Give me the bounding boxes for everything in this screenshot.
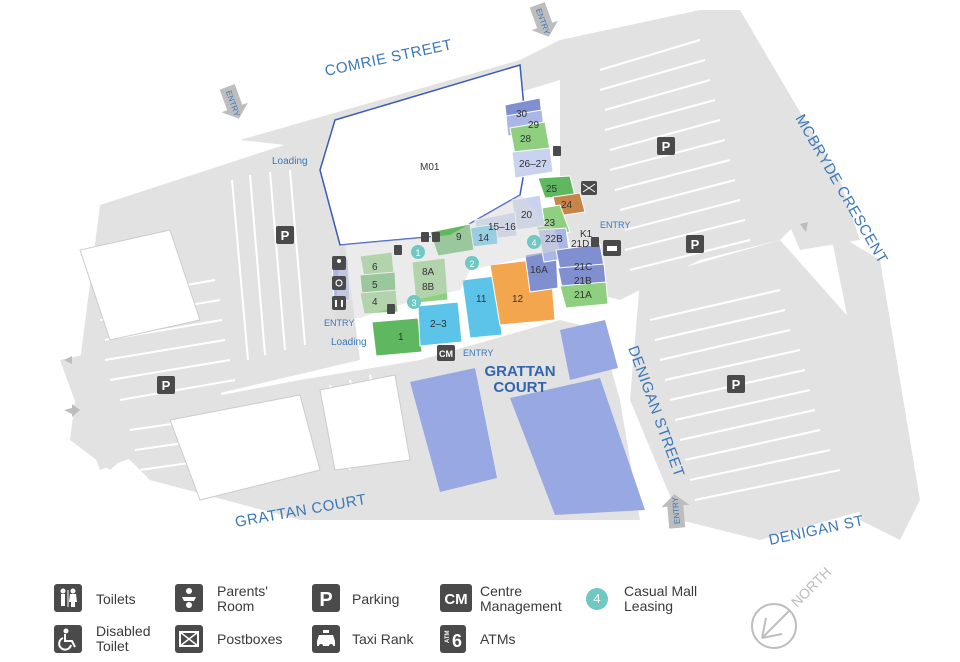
toilets-icon-map [332, 296, 346, 310]
north-compass: NORTH [751, 564, 834, 649]
parking-icon: P [312, 584, 340, 612]
parents-room-legend-label: Parents' Room [217, 583, 268, 614]
outside-buildings [79, 229, 411, 501]
svg-text:CM: CM [444, 591, 467, 608]
shop-20-label: 20 [521, 210, 533, 221]
amenity-icons: CM [332, 146, 621, 361]
svg-text:4: 4 [531, 238, 536, 248]
shop-25-label: 25 [546, 184, 558, 195]
disabled-toilet-icon [54, 625, 82, 653]
loading-label-north: Loading [272, 156, 308, 167]
centre-management-legend-label: Centre Management [480, 583, 562, 614]
shop-29-label: 29 [528, 120, 540, 131]
casual-leasing-marker-3 [407, 295, 421, 309]
loading-label-south: Loading [331, 337, 367, 348]
shop-21d-label: 21D [571, 239, 589, 250]
shop-24-label: 24 [561, 200, 573, 211]
svg-text:3: 3 [411, 298, 416, 308]
atm-icon-map-2 [394, 245, 402, 255]
taxi-rank-icon [312, 625, 340, 653]
shop-11-label: 11 [476, 294, 487, 305]
parking-legend-label: Parking [352, 591, 400, 607]
shop-21c-label: 21C [574, 262, 592, 273]
atms-legend-label: ATMs [480, 631, 516, 647]
toilets-legend-label: Toilets [96, 591, 136, 607]
disabled-toilet-legend-label: Disabled Toilet [96, 623, 151, 654]
parking-icons: P P P P P [157, 137, 745, 394]
shop-5-label: 5 [372, 280, 378, 291]
centre-name-line1: GRATTAN [484, 363, 555, 380]
atm-icon-map-6 [591, 237, 599, 247]
parking-icon-west: P [281, 228, 290, 243]
casual-leasing-marker-4 [527, 235, 541, 249]
shop-26-27-label: 26–27 [519, 159, 547, 170]
atm-icon-map-1 [387, 304, 395, 314]
shop-21b-label: 21B [574, 276, 592, 287]
shop-labels: M01 30 29 28 26–27 25 24 23 20 15–16 14 … [372, 109, 593, 343]
shop-m01-label: M01 [420, 162, 440, 173]
parking-icon-southwest: P [162, 378, 171, 393]
postboxes-legend-label: Postboxes [217, 631, 283, 647]
shop-28-label: 28 [520, 134, 532, 145]
shop-k1-label: K1 [580, 229, 593, 240]
shop-23-label: 23 [544, 218, 556, 229]
shop-6-label: 6 [372, 262, 378, 273]
shop-14-label: 14 [478, 233, 490, 244]
svg-text:CM: CM [439, 349, 453, 359]
toilets-icon [54, 584, 82, 612]
shop-30-label: 30 [516, 109, 528, 120]
shop-12-label: 12 [512, 294, 524, 305]
casual-mall-leasing-legend-label: Casual Mall Leasing [624, 583, 698, 614]
svg-text:P: P [319, 589, 332, 611]
casual-leasing-marker-1 [411, 245, 425, 259]
entry-label-south: ENTRY [463, 348, 493, 358]
parking-icon-southeast: P [732, 377, 741, 392]
shop-22b-label: 22B [545, 234, 563, 245]
svg-text:6: 6 [452, 631, 462, 651]
entry-arrows: ENTRY ENTRY ENTRY [64, 2, 808, 529]
disabled-toilet-icon-map [332, 276, 346, 290]
svg-text:2: 2 [469, 259, 474, 269]
entry-arrow-label-se: ENTRY [670, 496, 681, 524]
shop-1-label: 1 [398, 332, 404, 343]
casual-leasing-marker-2 [465, 256, 479, 270]
shop-21a-label: 21A [574, 290, 592, 301]
svg-text:1: 1 [415, 248, 420, 258]
casual-leasing-markers: 1 2 3 4 [407, 235, 541, 309]
taxi-rank-legend-label: Taxi Rank [352, 631, 414, 647]
parents-room-icon [175, 584, 203, 612]
shop-8b-label: 8B [422, 282, 435, 293]
centre-management-icon: CM [440, 584, 472, 612]
centre-name-line2: COURT [493, 379, 546, 396]
north-label: NORTH [788, 564, 834, 610]
shop-8a-label: 8A [422, 267, 435, 278]
shop-2-3-label: 2–3 [430, 319, 447, 330]
atm-icon-map-5 [553, 146, 561, 156]
shop-16a-label: 16A [530, 265, 548, 276]
parking-icon-east: P [691, 237, 700, 252]
atm-icon-map-3 [421, 232, 429, 242]
grattan-court-blocks [410, 320, 645, 515]
svg-text:ATM: ATM [445, 630, 451, 643]
parking-icon-northeast: P [662, 139, 671, 154]
atm-icon-map-4 [432, 232, 440, 242]
centre-management-icon-map [437, 345, 455, 361]
comrie-street-label: COMRIE STREET [323, 36, 454, 80]
entry-label-west: ENTRY [324, 318, 354, 328]
shop-15-16-label: 15–16 [488, 222, 516, 233]
casual-mall-leasing-icon: 4 [586, 588, 608, 610]
mall-corridor [335, 195, 560, 320]
shop-4-label: 4 [372, 297, 378, 308]
shop-9-label: 9 [456, 232, 462, 243]
entry-label-east: ENTRY [600, 220, 630, 230]
postboxes-icon [175, 625, 203, 653]
